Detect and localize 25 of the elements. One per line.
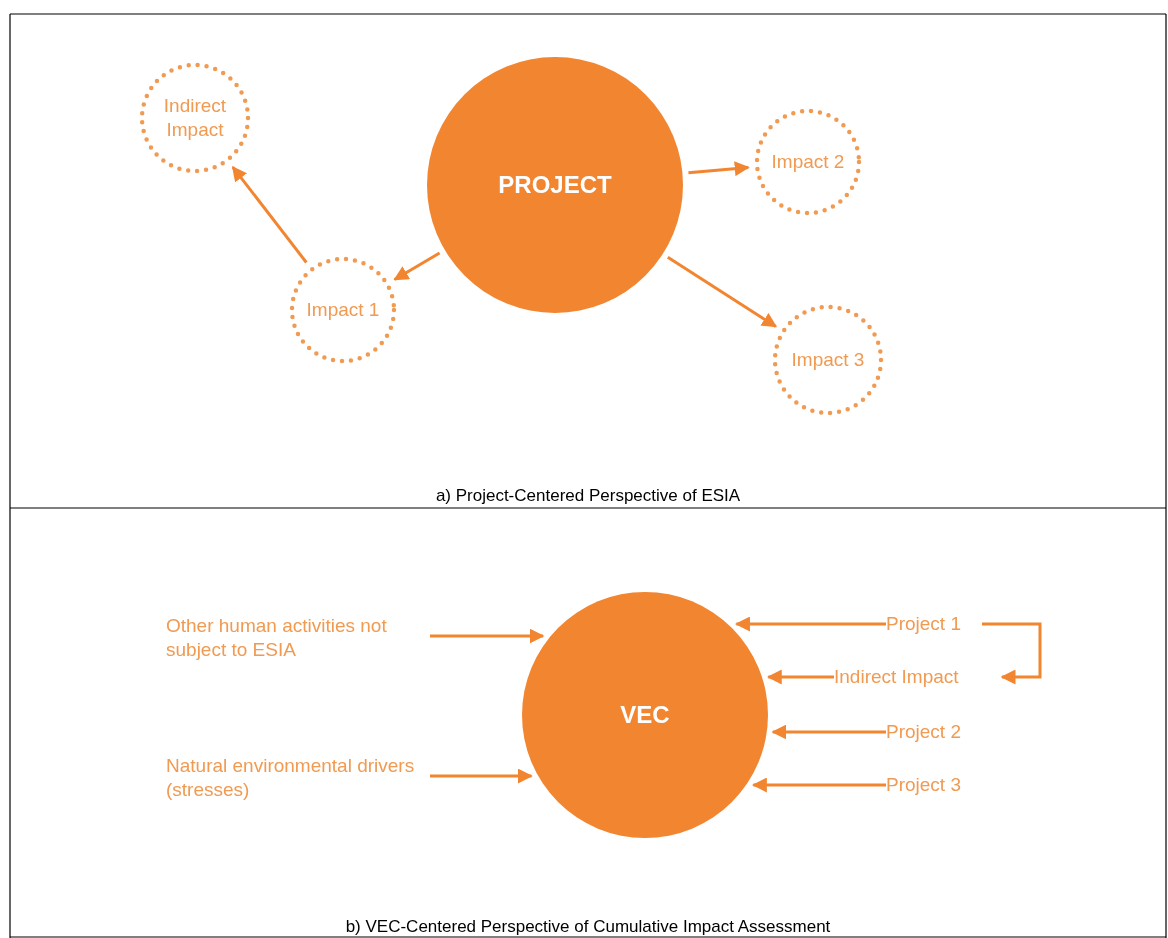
circle-label: PROJECT xyxy=(498,173,612,197)
arrow xyxy=(771,724,886,740)
caption: a) Project-Centered Perspective of ESIA xyxy=(435,486,741,506)
arrow xyxy=(393,251,441,281)
arrow xyxy=(430,768,533,784)
circle-label: Indirect Impact xyxy=(162,94,228,142)
circle-label: Impact 1 xyxy=(305,298,381,322)
node-label: Project 3 xyxy=(886,773,961,797)
node-label: Project 1 xyxy=(886,612,961,636)
arrow xyxy=(231,165,308,264)
arrow xyxy=(667,256,778,328)
circle-label: VEC xyxy=(620,703,670,727)
node-label: Project 2 xyxy=(886,720,961,744)
arrow xyxy=(430,628,545,644)
arrow xyxy=(734,616,886,632)
circle-label: Impact 2 xyxy=(770,150,846,174)
node-label: Indirect Impact xyxy=(834,665,959,689)
arrow xyxy=(766,669,834,685)
node-label: Other human activities not subject to ESIA xyxy=(166,614,388,662)
circle-label: Impact 3 xyxy=(790,348,866,372)
node-label: Natural environmental drivers (stresses) xyxy=(166,754,416,802)
caption: b) VEC-Centered Perspective of Cumulative Impact Assessment xyxy=(345,917,831,937)
arrow xyxy=(982,622,1042,685)
arrow xyxy=(688,161,750,177)
arrow xyxy=(751,777,886,793)
